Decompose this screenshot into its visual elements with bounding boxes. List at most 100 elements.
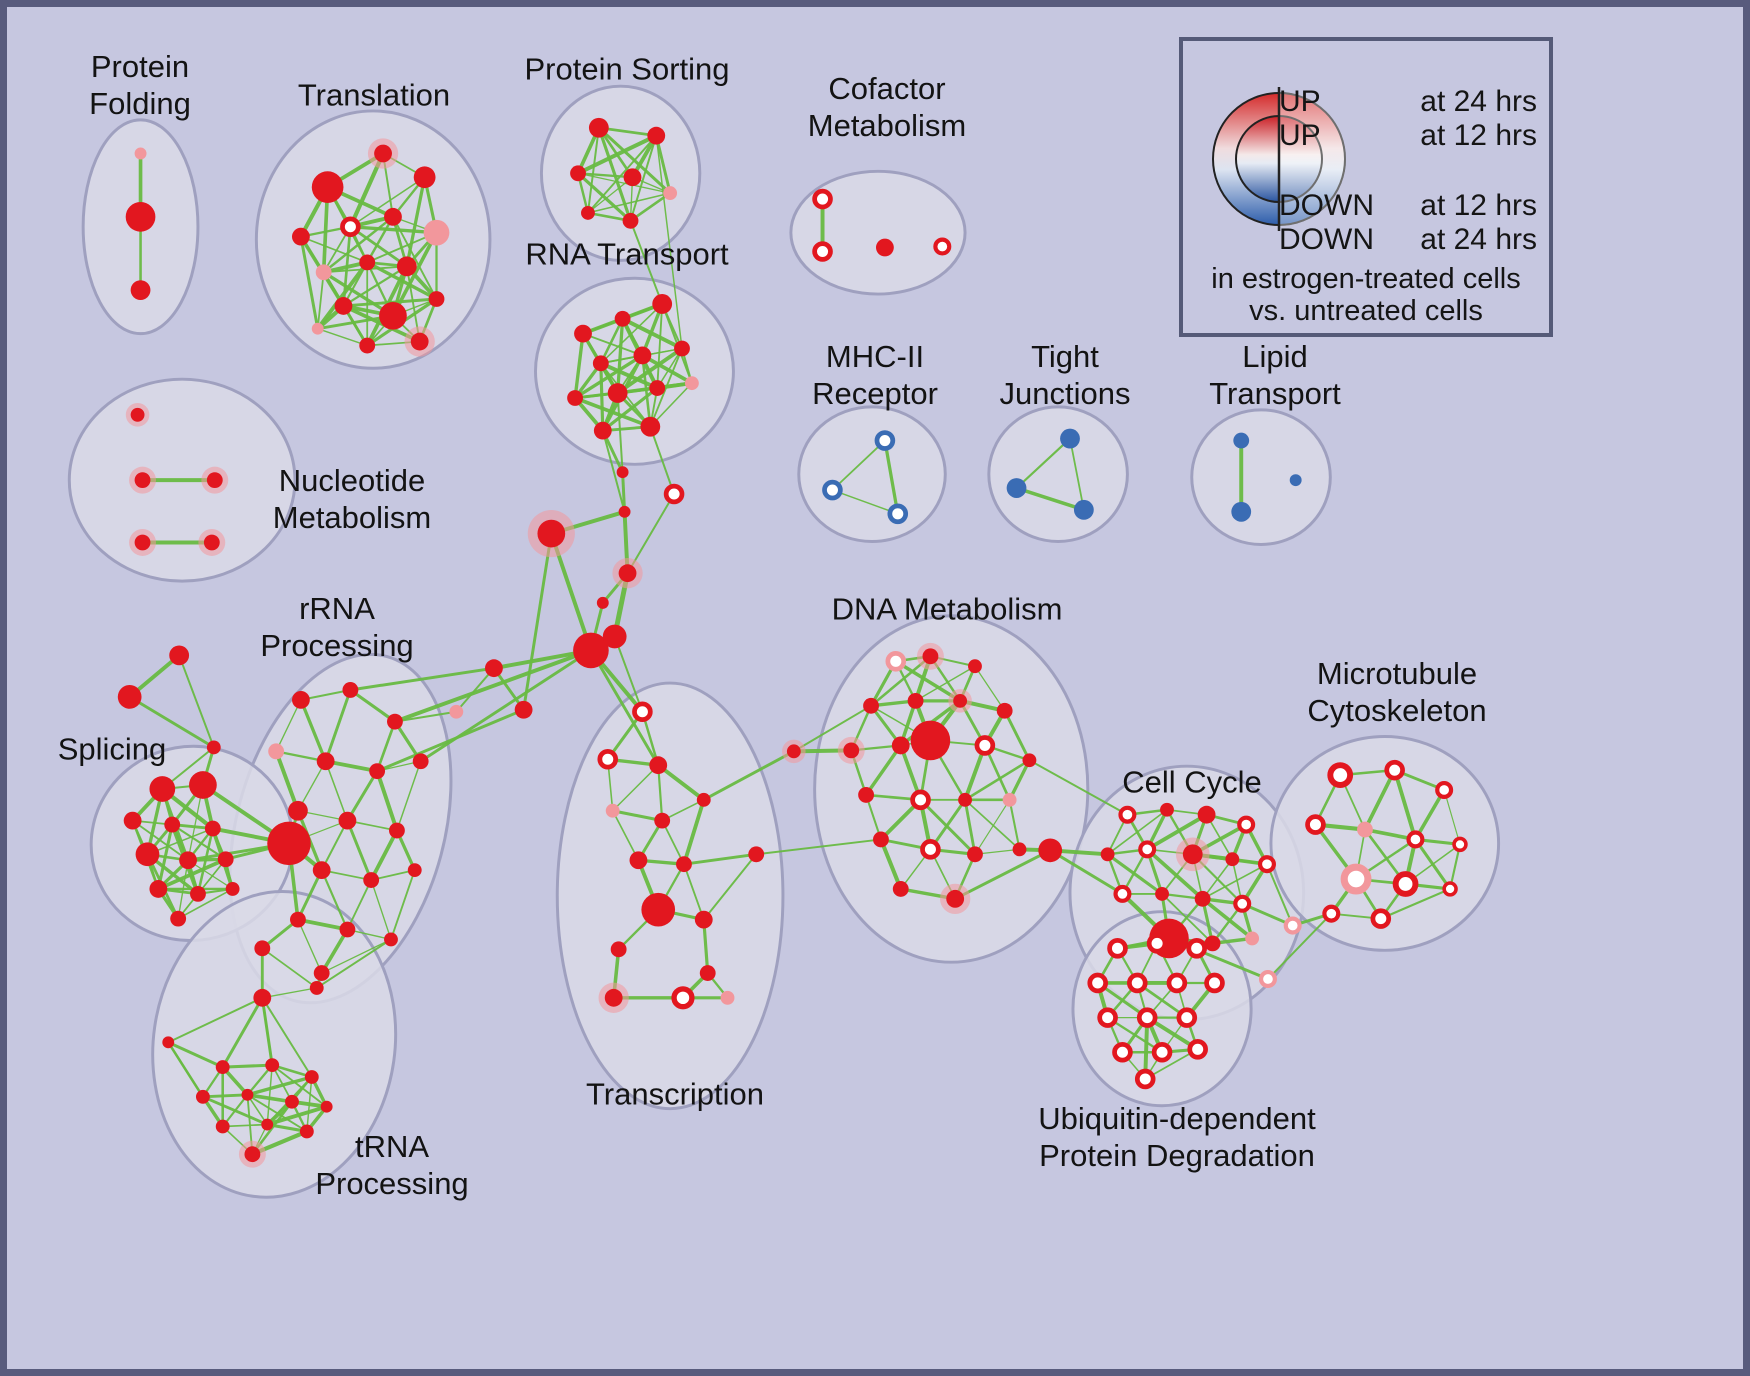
node xyxy=(786,744,801,759)
node xyxy=(342,682,359,698)
node xyxy=(604,988,623,1007)
edge xyxy=(587,192,671,214)
edge xyxy=(349,176,426,228)
node xyxy=(215,1060,230,1075)
edge xyxy=(649,382,693,428)
edge xyxy=(271,1064,328,1108)
node xyxy=(261,1118,274,1131)
edge xyxy=(655,134,683,350)
node-ring xyxy=(812,188,833,210)
node xyxy=(922,648,939,665)
edge xyxy=(1008,798,1021,851)
node xyxy=(684,376,699,391)
edge xyxy=(370,879,392,941)
node-ring-blue xyxy=(822,479,843,501)
node xyxy=(423,219,450,246)
edge xyxy=(396,760,422,832)
cluster-ellipse-transcription xyxy=(555,681,785,1111)
edge xyxy=(1048,848,1124,896)
edge xyxy=(348,688,397,724)
edge xyxy=(755,838,882,856)
node xyxy=(567,390,584,406)
node xyxy=(206,472,223,489)
node xyxy=(134,534,151,551)
node-blue xyxy=(1073,499,1094,520)
node xyxy=(647,126,666,145)
edge xyxy=(324,760,349,822)
node xyxy=(206,740,221,755)
edge xyxy=(611,809,640,862)
node-ring xyxy=(663,483,685,505)
node xyxy=(875,238,894,257)
node-ring xyxy=(1305,814,1326,835)
node xyxy=(190,885,206,902)
node-ring xyxy=(910,789,931,811)
edge xyxy=(792,704,873,753)
edge xyxy=(1007,758,1032,802)
node-ring xyxy=(1138,840,1157,859)
node-ring xyxy=(1370,908,1392,929)
network-figure xyxy=(67,84,1501,1199)
node-ring xyxy=(1392,871,1419,897)
node xyxy=(614,310,631,327)
legend-caption-line1: in estrogen-treated cells xyxy=(1211,263,1521,295)
edge xyxy=(316,271,325,330)
edge xyxy=(1201,863,1268,900)
node xyxy=(676,856,692,873)
node-ring-pink xyxy=(885,650,907,672)
edge xyxy=(831,489,899,515)
node xyxy=(967,846,983,863)
edge xyxy=(178,654,215,749)
node-blue xyxy=(1289,474,1302,487)
edge xyxy=(641,354,652,428)
edge xyxy=(629,134,658,222)
edge xyxy=(654,134,672,195)
edge xyxy=(201,1093,249,1099)
edge xyxy=(419,648,593,763)
node xyxy=(1022,753,1037,768)
node-ring xyxy=(1166,972,1188,994)
node xyxy=(170,910,187,927)
edge xyxy=(320,869,349,931)
node xyxy=(162,1036,175,1049)
node-ring xyxy=(1257,855,1276,874)
legend-time: at 24 hrs xyxy=(1420,85,1537,118)
edge xyxy=(1145,847,1205,901)
node xyxy=(149,880,168,898)
edge xyxy=(296,868,324,922)
node xyxy=(363,872,380,888)
edge xyxy=(656,763,706,802)
legend-term: DOWN xyxy=(1279,223,1374,256)
node xyxy=(858,786,875,803)
edge xyxy=(342,265,408,308)
edge xyxy=(1145,812,1209,852)
node-blue xyxy=(1231,501,1252,522)
edge xyxy=(300,235,369,264)
node-ring xyxy=(1327,762,1354,788)
node xyxy=(244,1146,261,1163)
edge xyxy=(600,303,663,365)
node xyxy=(285,1094,299,1109)
edge xyxy=(1265,863,1294,927)
edge xyxy=(245,1075,314,1097)
node xyxy=(891,736,910,755)
node xyxy=(649,380,666,397)
node xyxy=(605,803,620,818)
edge xyxy=(1106,808,1168,856)
node xyxy=(1194,890,1211,907)
edge xyxy=(613,635,644,713)
edge xyxy=(601,429,626,513)
edge xyxy=(369,828,399,882)
node-ring xyxy=(1134,1068,1156,1090)
edge xyxy=(589,648,660,767)
edge xyxy=(616,392,624,474)
node-ring xyxy=(1087,972,1109,994)
node xyxy=(387,713,403,730)
node-ring xyxy=(1186,938,1207,959)
edge xyxy=(599,361,605,433)
legend-row-down-24: DOWN at 24 hrs xyxy=(1279,225,1537,255)
node xyxy=(1245,931,1260,946)
node xyxy=(428,291,445,307)
edge xyxy=(265,1104,329,1127)
node xyxy=(189,771,217,799)
